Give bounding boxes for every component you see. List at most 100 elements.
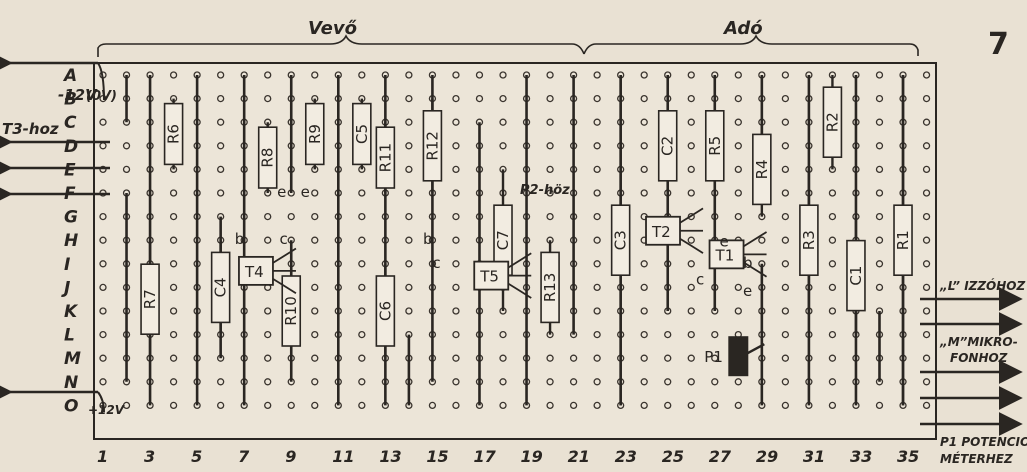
hole [593,71,601,79]
hole [358,236,366,244]
hole [264,307,272,315]
hole [687,260,695,268]
hole [781,307,790,315]
hole [122,142,131,150]
hole [922,118,931,126]
hole [405,189,413,197]
row-label: L [64,326,75,346]
pin-letter: b [235,230,245,248]
hole [781,189,790,197]
hole [264,401,272,410]
hole [781,401,790,410]
hole [640,118,648,126]
hole [687,189,695,197]
hole [99,330,107,339]
hole [499,94,507,103]
hole [311,283,319,292]
row-label: D [64,137,78,157]
hole [499,118,507,126]
hole [828,236,837,244]
transistor-lead [743,261,768,278]
row-label: I [64,255,70,275]
component-label: C5 [353,124,371,144]
hole [122,401,131,410]
hole [169,212,178,221]
hole [99,260,107,268]
hole [405,71,413,79]
hole [640,283,648,292]
component-body [540,251,560,324]
row-label: K [64,302,79,322]
row-label: M [64,349,81,369]
hole [358,401,366,410]
hole [593,354,601,362]
row-label: E [64,160,76,180]
plus12v-wire [97,391,105,413]
hole [711,378,719,386]
hole [734,212,742,221]
hole [781,330,790,339]
hole [640,142,648,150]
hole [781,378,790,386]
hole [216,401,225,410]
hole [875,283,884,292]
hole [452,307,460,315]
hole [593,307,601,315]
hole [593,260,601,268]
transistor-lead [507,282,532,299]
hole [405,283,413,292]
hole [358,283,366,292]
hole [640,330,648,339]
potentiometer-wiper [737,343,765,360]
hole [687,378,695,386]
hole [569,401,578,410]
column-label: 1 [97,447,108,466]
hole [875,142,884,150]
hole [828,307,837,315]
zero-volt-wire [97,62,105,101]
mikro-label-1: „M”MIKRO- [939,335,1018,349]
column-label: 11 [332,447,354,466]
component-label: R13 [541,273,559,303]
hole [452,260,460,268]
hole [405,94,413,103]
hole [664,378,672,386]
column-label: 35 [897,447,919,466]
hole [546,165,554,174]
hole [734,189,742,197]
transmitter-title: Adó [722,18,763,39]
hole [569,378,578,386]
hole [452,189,460,197]
hole [169,307,178,315]
column-label: 15 [426,447,448,466]
hole [593,118,601,126]
hole [922,260,931,268]
component-label: R12 [423,131,441,161]
component-label: C3 [612,230,630,250]
hole [499,71,507,79]
hole [546,71,554,79]
hole [640,307,648,315]
hole [875,94,884,103]
receiver-title: Vevő [308,18,357,39]
hole [593,94,601,103]
hole [875,189,884,197]
hole [922,71,931,79]
hole [593,283,601,292]
board-outline [93,62,937,440]
transistor-lead [272,278,297,295]
hole [687,118,695,126]
component-label: R2 [823,112,841,132]
hole [922,401,931,410]
component-label: R9 [306,124,324,144]
hole [593,330,601,339]
hole [405,165,413,174]
component-body [752,133,772,206]
hole [828,260,837,268]
hole [593,142,601,150]
hole [593,212,601,221]
hole [875,401,884,410]
hole [687,71,695,79]
pin-letter: c [432,254,440,272]
